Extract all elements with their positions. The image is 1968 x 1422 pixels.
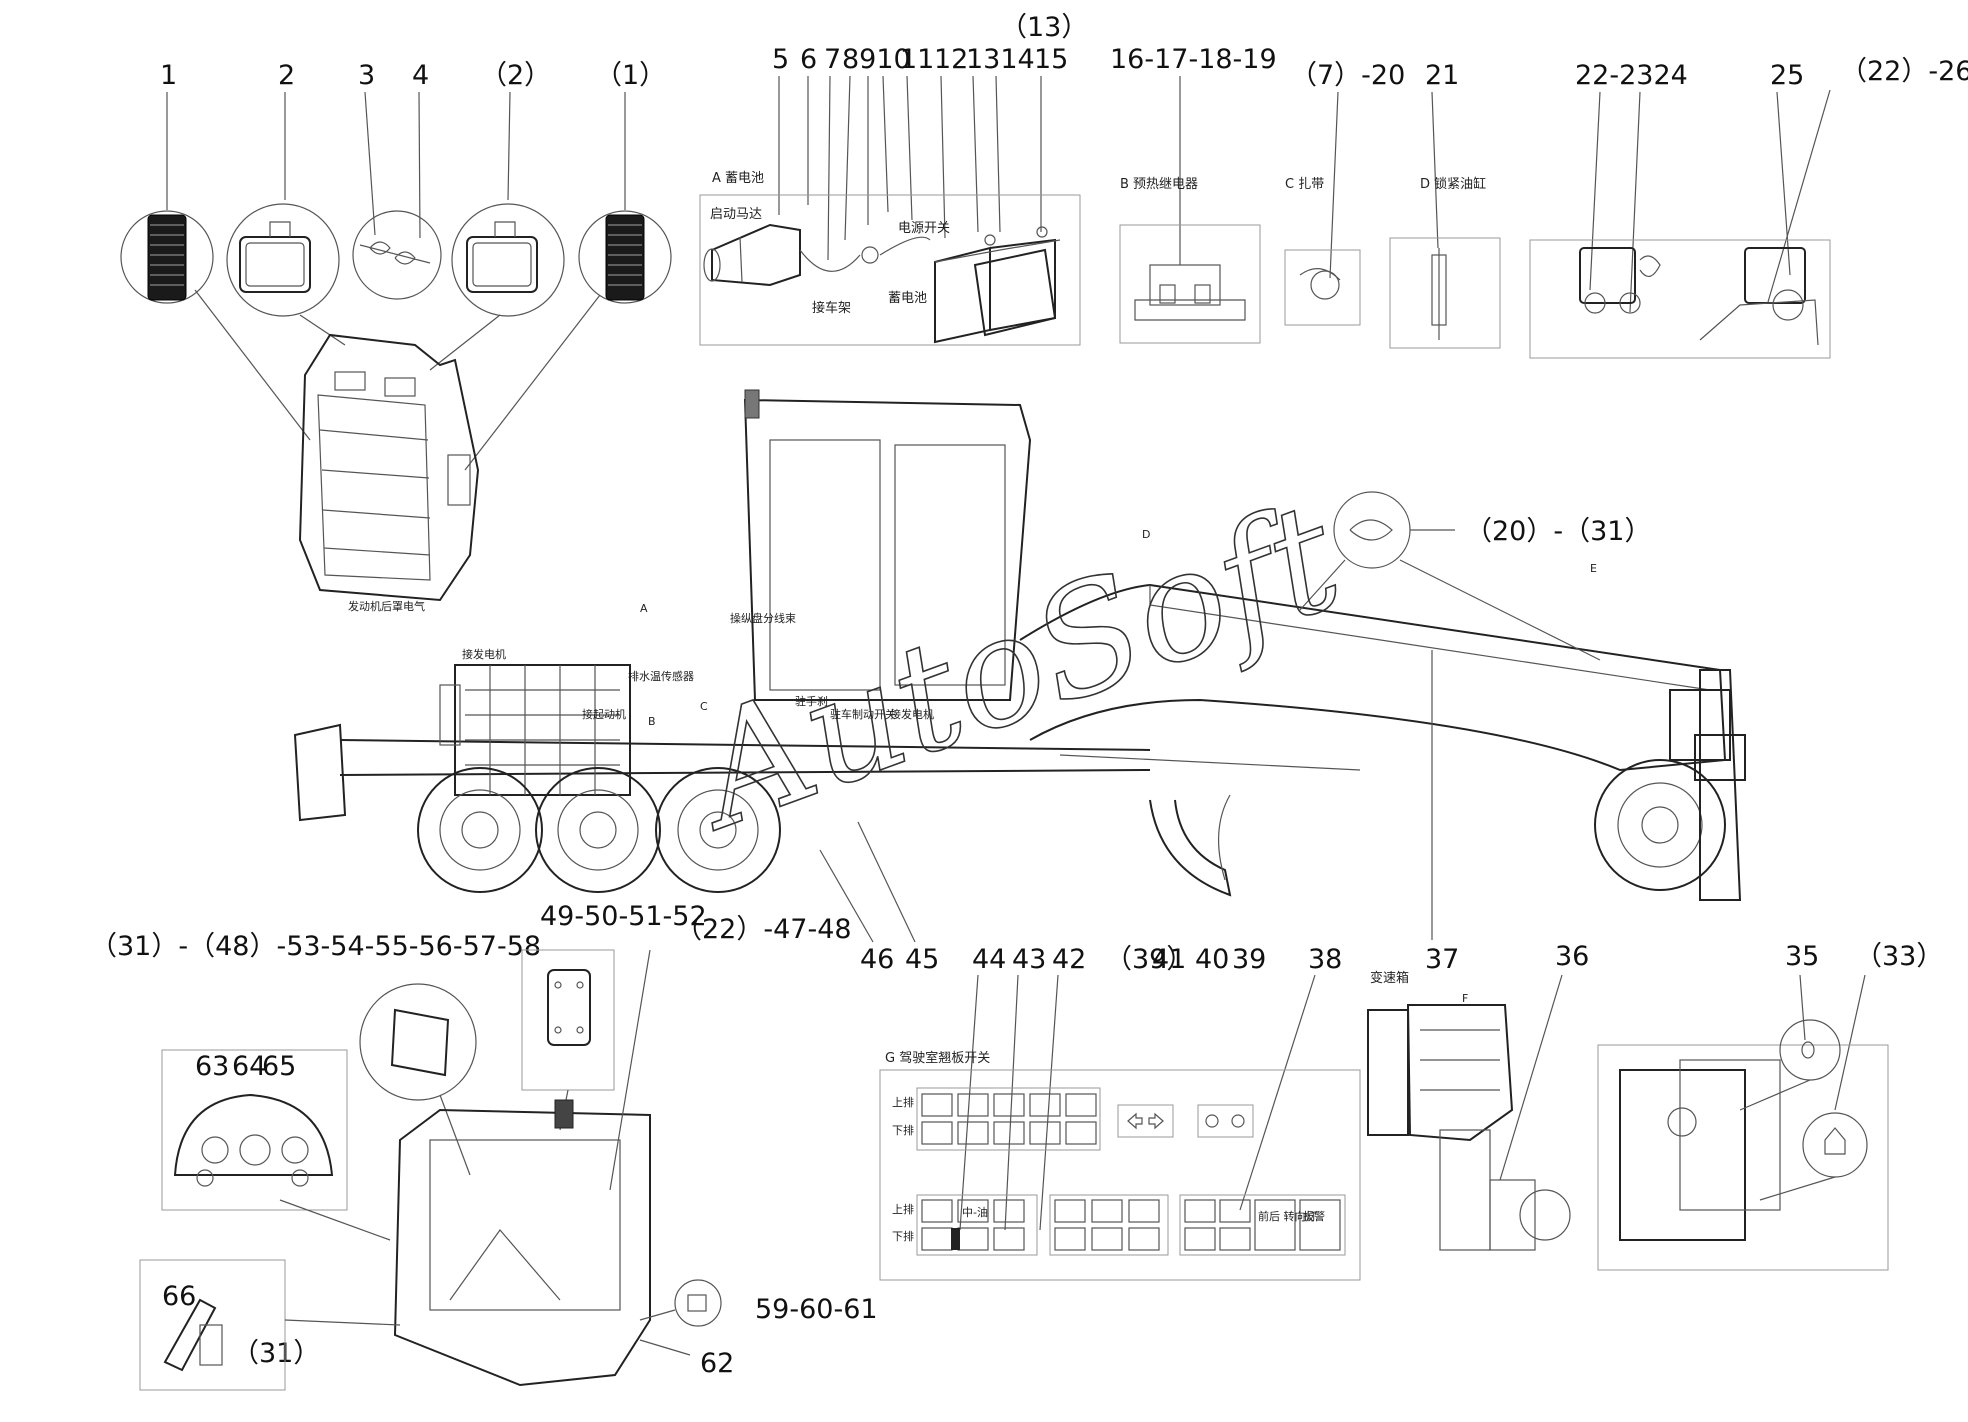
- callout-66: 66: [162, 1281, 196, 1312]
- row-down-2: 下排: [892, 1229, 914, 1243]
- panel-g-title: G 驾驶室翘板开关: [885, 1050, 990, 1066]
- bottom-callouts: （31）-（48）-53-54-55-56-57-58 49-50-51-52 …: [90, 901, 1943, 1379]
- callout-22-26: （22）-26: [1840, 56, 1968, 87]
- callout-4: 4: [412, 60, 429, 91]
- rear-wheel-1: [417, 767, 543, 893]
- callout-46: 46: [860, 944, 894, 975]
- panel-22-26: [1529, 239, 1831, 359]
- callout-42: 42: [1052, 944, 1086, 975]
- callout-8910: 8910: [842, 44, 911, 75]
- callout-3: 3: [358, 60, 375, 91]
- callout-22-24: 22-2324: [1575, 60, 1688, 91]
- callout-1314: 1314: [966, 44, 1035, 75]
- row-down-1: 下排: [892, 1123, 914, 1137]
- callout-16-19: 16-17-18-19: [1110, 44, 1277, 75]
- panel-a-title: A 蓄电池: [712, 171, 764, 186]
- engine-33-35-detail: [1597, 1019, 1889, 1271]
- callout-21: 21: [1425, 60, 1459, 91]
- marker-e: E: [1590, 562, 1597, 575]
- callout-37: 37: [1425, 944, 1459, 975]
- callout-63: 63: [195, 1051, 229, 1082]
- panel-g-switches: G 驾驶室翘板开关 上排 下排 上排 下排 中-油: [879, 1050, 1361, 1281]
- lamp-cluster: [120, 203, 672, 471]
- callout-65: 65: [262, 1051, 296, 1082]
- marker-d: D: [1142, 528, 1150, 541]
- callout-12: 12: [934, 44, 968, 75]
- panel-b-title: B 预热继电器: [1120, 177, 1198, 192]
- panel-a-switch: 电源开关: [898, 221, 950, 236]
- switch-text-5: 报警: [1303, 1209, 1325, 1223]
- rear-wheel-2: [535, 767, 661, 893]
- callout-43: 43: [1012, 944, 1046, 975]
- switch-text-1: 中-油: [962, 1205, 988, 1219]
- callout-20-31: （20）-（31）: [1465, 516, 1651, 547]
- marker-a: A: [640, 602, 648, 615]
- callout-35: 35: [1785, 941, 1819, 972]
- panel-a-motor: 启动马达: [710, 207, 762, 222]
- callout-7-20: （7）-20: [1290, 60, 1405, 91]
- motor-grader-side-view: A B C D E 接发电机 排水温传感器 接起动机 操纵盘分线束 驻手刹 驻车…: [293, 389, 1746, 901]
- top-callouts: 1 2 3 4 （2） （1） （13） 5 6 7 8910 11 12 13…: [160, 12, 1968, 91]
- callout-45: 45: [905, 944, 939, 975]
- panel-b-relay: B 预热继电器: [1119, 177, 1261, 344]
- cab-detail: [139, 949, 722, 1391]
- callout-38: 38: [1308, 944, 1342, 975]
- gearbox-f: F: [1462, 992, 1468, 1005]
- callout-39-ref: （39）: [1105, 944, 1193, 975]
- marker-c: C: [700, 700, 708, 713]
- callout-33-ref: （33）: [1855, 941, 1943, 972]
- rear-hood-caption: 发动机后罩电气: [348, 599, 425, 613]
- callout-25: 25: [1770, 60, 1804, 91]
- panel-c-tie: C 扎带: [1284, 177, 1361, 326]
- callout-1: 1: [160, 60, 177, 91]
- callout-41: 41: [1152, 944, 1186, 975]
- machine-note-3: 接起动机: [582, 707, 626, 721]
- gearbox-detail: 变速箱 F: [1367, 970, 1571, 1251]
- callout-44: 44: [972, 944, 1006, 975]
- switch-text-3: 前后 转向灯: [1258, 1209, 1317, 1223]
- panel-a-frame: 接车架: [812, 300, 851, 316]
- callout-2-ref: （2）: [480, 60, 551, 91]
- row-up-1: 上排: [892, 1095, 914, 1109]
- machine-note-6: 驻车制动开关: [830, 707, 896, 721]
- panel-d-cylinder: D 锁紧油缸: [1389, 176, 1501, 349]
- callout-7: 7: [824, 44, 841, 75]
- front-wheel: [1594, 759, 1726, 891]
- gearbox-title: 变速箱: [1370, 970, 1409, 986]
- callout-31-ref: （31）: [232, 1338, 320, 1369]
- rear-wheel-3: [655, 767, 781, 893]
- callout-15: 15: [1034, 44, 1068, 75]
- panel-d-title: D 锁紧油缸: [1420, 176, 1486, 192]
- callout-11: 11: [900, 44, 934, 75]
- marker-b: B: [648, 715, 656, 728]
- callout-59-61: 59-60-61: [755, 1294, 878, 1325]
- callout-62: 62: [700, 1348, 734, 1379]
- machine-note-7: 接发电机: [890, 707, 934, 721]
- row-up-2: 上排: [892, 1202, 914, 1216]
- callout-13-ref: （13）: [1000, 12, 1088, 43]
- machine-note-1: 接发电机: [462, 647, 506, 661]
- machine-note-5: 驻手刹: [795, 694, 828, 708]
- callout-64: 64: [232, 1051, 266, 1082]
- callout-6: 6: [800, 44, 817, 75]
- callout-22-47-48: （22）-47-48: [675, 914, 852, 945]
- callout-40: 40: [1195, 944, 1229, 975]
- callout-1-ref: （1）: [595, 60, 666, 91]
- top-leaders: [166, 75, 1831, 313]
- panel-a-battery: 蓄电池: [888, 291, 927, 306]
- panel-a-battery: A 蓄电池 启动马达 电源开关 接车架 蓄电池: [699, 171, 1081, 346]
- callout-49-52: 49-50-51-52: [540, 901, 707, 932]
- machine-note-2: 排水温传感器: [628, 669, 694, 683]
- callout-39: 39: [1232, 944, 1266, 975]
- callout-36: 36: [1555, 941, 1589, 972]
- callout-2: 2: [278, 60, 295, 91]
- machine-note-4: 操纵盘分线束: [730, 611, 796, 625]
- callout-31-58: （31）-（48）-53-54-55-56-57-58: [90, 931, 541, 962]
- engine-rear-hood: 发动机后罩电气: [298, 333, 480, 613]
- panel-c-title: C 扎带: [1285, 177, 1324, 192]
- bottom-leaders: [819, 650, 1866, 1231]
- callout-5: 5: [772, 44, 789, 75]
